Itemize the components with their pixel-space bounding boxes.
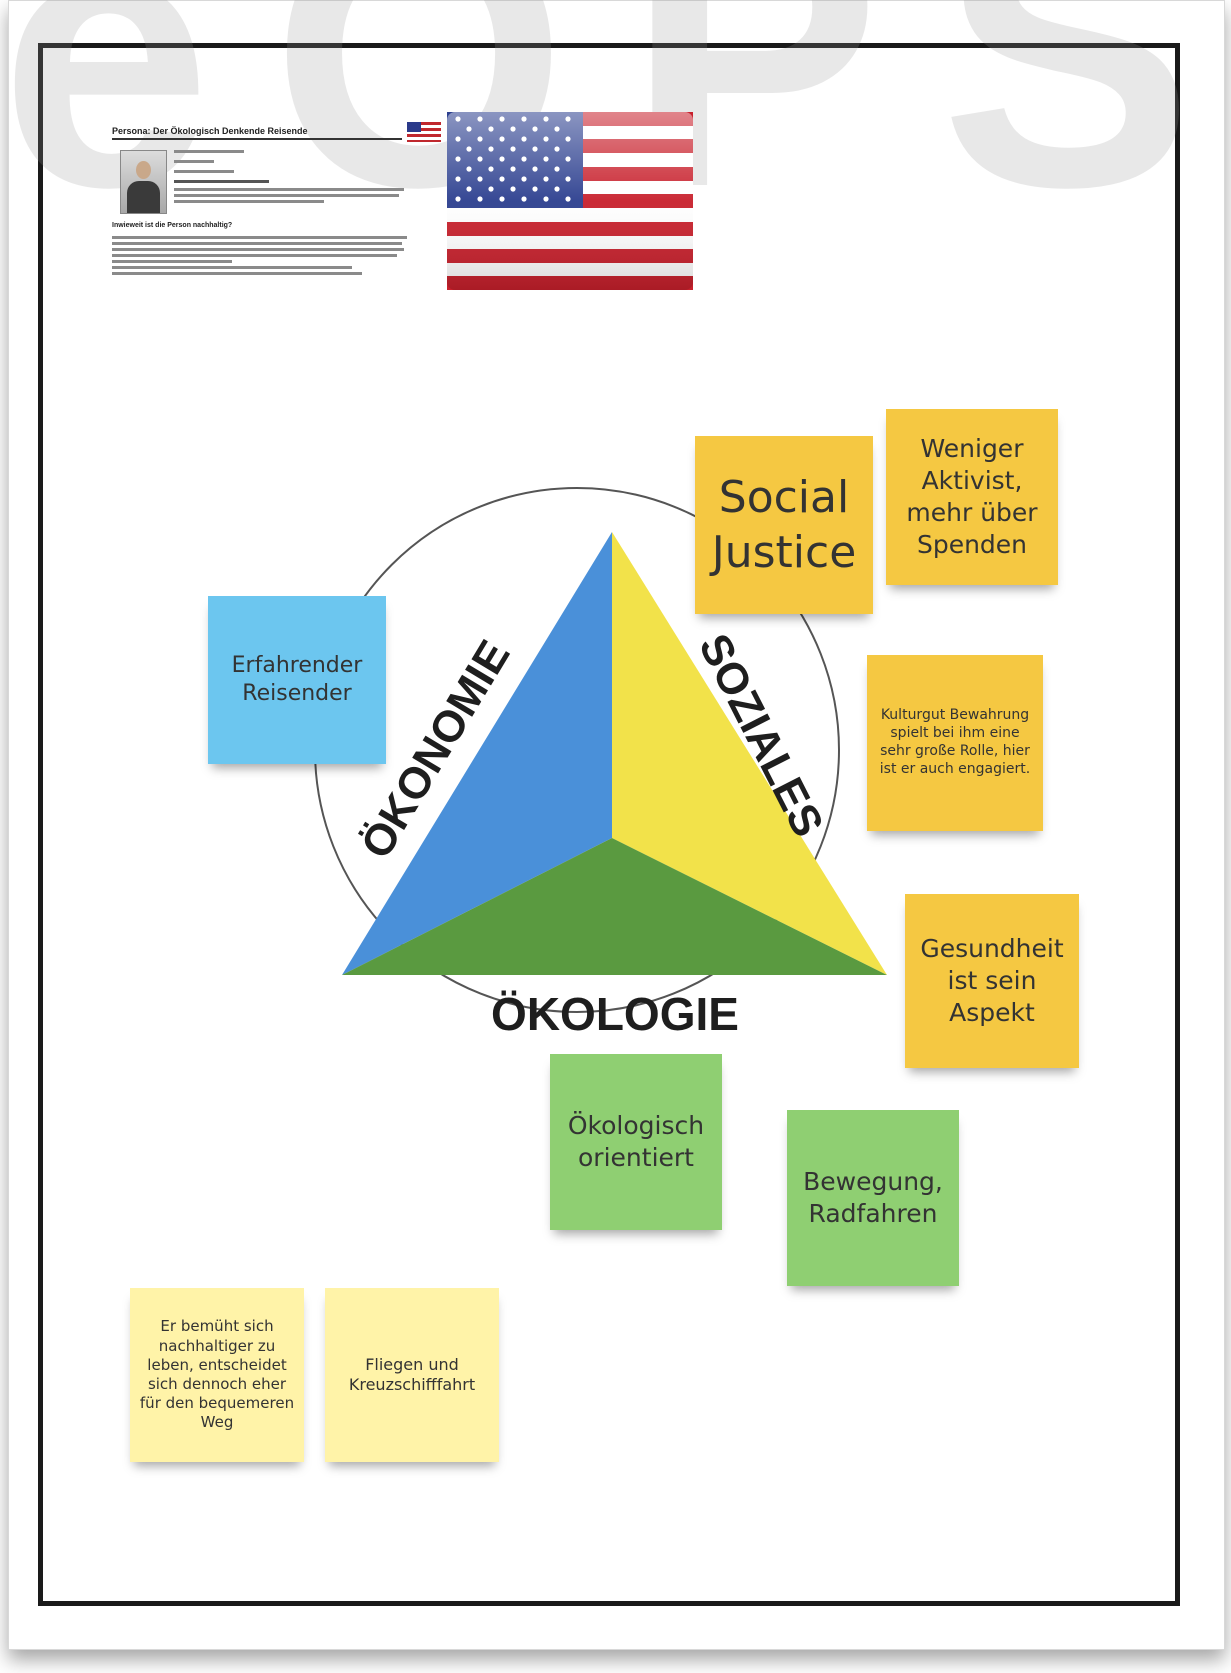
note-oekologisch: Ökologisch orientiert bbox=[550, 1054, 722, 1230]
note-fliegen: Fliegen und Kreuzschifffahrt bbox=[325, 1288, 499, 1462]
economy-segment bbox=[342, 532, 612, 975]
note-social-justice: Social Justice bbox=[695, 436, 873, 614]
flag-mini-icon bbox=[407, 122, 441, 142]
profile-title: Persona: Der Ökologisch Denkende Reisend… bbox=[112, 126, 402, 140]
note-bewegung: Bewegung, Radfahren bbox=[787, 1110, 959, 1286]
note-reisender: Erfahrender Reisender bbox=[208, 596, 386, 764]
profile-section-heading: Inwieweit ist die Person nachhaltig? bbox=[112, 222, 233, 229]
label-ecology: ÖKOLOGIE bbox=[491, 988, 739, 1040]
note-weniger-aktivist: Weniger Aktivist, mehr über Spenden bbox=[886, 409, 1058, 585]
persona-profile-thumbnail: Persona: Der Ökologisch Denkende Reisend… bbox=[112, 122, 442, 302]
profile-photo bbox=[120, 150, 167, 214]
ecology-segment bbox=[342, 838, 887, 975]
us-flag-icon bbox=[447, 112, 693, 290]
note-gesundheit: Gesundheit ist sein Aspekt bbox=[905, 894, 1079, 1068]
note-bequem: Er bemüht sich nachhaltiger zu leben, en… bbox=[130, 1288, 304, 1462]
social-segment bbox=[612, 532, 887, 975]
note-kulturgut: Kulturgut Bewahrung spielt bei ihm eine … bbox=[867, 655, 1043, 831]
